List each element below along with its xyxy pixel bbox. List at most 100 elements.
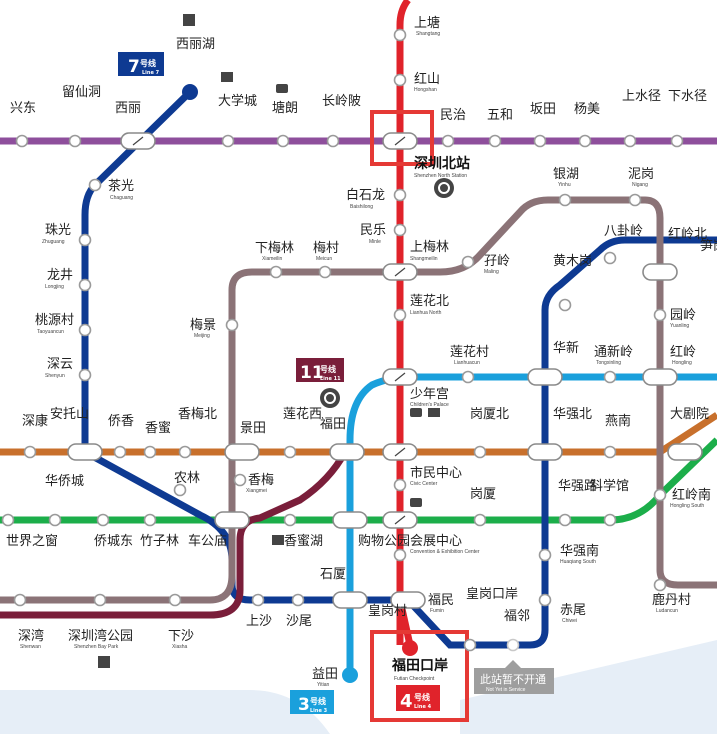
svg-text:Maling: Maling xyxy=(484,269,499,275)
svg-text:Nigang: Nigang xyxy=(632,182,648,188)
svg-text:Futian Checkpoint: Futian Checkpoint xyxy=(394,676,435,682)
bay-water-right xyxy=(460,640,717,734)
stations xyxy=(1,28,684,652)
labels-line5: 兴东 留仙洞 西丽 西丽湖 大学城 塘朗 长岭陂 民治 五和 坂田 杨美 上水径… xyxy=(10,37,707,123)
svg-text:Huaqiang South: Huaqiang South xyxy=(560,559,596,565)
station-kexueguan: 科学馆 xyxy=(590,478,629,494)
terminus-yitian xyxy=(342,667,358,683)
plant-icon xyxy=(98,656,110,668)
svg-text:Chiwei: Chiwei xyxy=(562,618,577,624)
svg-text:Not Yet in Service: Not Yet in Service xyxy=(486,687,526,693)
station-xiasha: 下沙 xyxy=(168,629,194,644)
svg-text:Fumin: Fumin xyxy=(430,608,444,614)
labels-line4: 上塘 Shangtang 红山 Hongshan 深圳北站 Shenzhen N… xyxy=(346,15,480,682)
station-tongxinling: 通新岭 xyxy=(594,344,633,360)
station-yangmei: 杨美 xyxy=(574,102,600,117)
station-zhuzilin: 竹子林 xyxy=(140,534,179,549)
terminus-futiankouan xyxy=(402,640,418,656)
station-shijiezhichuang: 世界之窗 xyxy=(6,533,58,549)
svg-text:Shenyun: Shenyun xyxy=(45,373,65,379)
station-gouwugongyuan: 购物公园 xyxy=(358,533,410,549)
station-longjing: 龙井 xyxy=(47,268,73,283)
station-tanglang: 塘朗 xyxy=(272,100,298,116)
station-maling: 孖岭 xyxy=(484,254,510,269)
svg-text:Meijing: Meijing xyxy=(194,333,210,339)
svg-text:Xiameilin: Xiameilin xyxy=(262,256,283,262)
svg-text:Minle: Minle xyxy=(369,239,381,245)
highlight-line4-terminus xyxy=(370,630,469,722)
station-xiameilin: 下梅林 xyxy=(255,241,294,256)
badge-line3: 3 号线 Line 3 xyxy=(290,690,334,715)
station-hongshan: 红山 xyxy=(414,71,440,87)
svg-text:Yinhu: Yinhu xyxy=(558,182,571,188)
station-shenzhenwan: 深圳湾公园 xyxy=(68,628,133,644)
badge-line11: 11 号线 Line 11 xyxy=(296,358,344,383)
svg-text:Tongxinling: Tongxinling xyxy=(596,360,621,366)
station-ludancun: 鹿丹村 xyxy=(652,592,691,608)
station-gangxia: 岗厦 xyxy=(470,487,496,502)
station-qiaoxiang: 侨香 xyxy=(108,414,134,429)
svg-text:Hongling South: Hongling South xyxy=(670,503,704,509)
labels-line3: 莲花村 Lianhuacun 通新岭 Tongxinling 红岭 Hongli… xyxy=(312,308,696,688)
svg-text:此站暂不开通: 此站暂不开通 xyxy=(480,672,546,686)
station-lianhuaxi: 莲花西 xyxy=(283,406,322,422)
station-shenwan: 深湾 xyxy=(18,628,44,644)
station-yitian: 益田 xyxy=(312,667,338,682)
station-chegongmiao: 车公庙 xyxy=(188,533,227,549)
svg-text:号线: 号线 xyxy=(414,692,430,702)
station-wuhe: 五和 xyxy=(487,108,513,123)
svg-text:Xiangmei: Xiangmei xyxy=(246,488,267,494)
station-zhuguang: 珠光 xyxy=(45,223,71,238)
station-futiankouan: 福田口岸 xyxy=(391,657,448,674)
station-xilihu: 西丽湖 xyxy=(176,37,215,52)
badge-line4: 4 号线 Line 4 xyxy=(396,685,440,712)
station-hongling: 红岭 xyxy=(670,344,696,360)
building-icon xyxy=(272,535,284,545)
svg-text:Shenzhen North Station: Shenzhen North Station xyxy=(414,173,467,179)
svg-text:Hongling: Hongling xyxy=(672,360,692,366)
train-icon xyxy=(320,388,340,408)
hospital-icon xyxy=(428,408,440,417)
station-huaqianglu: 华强路 xyxy=(558,478,597,494)
station-qiaochengdong: 侨城东 xyxy=(94,534,133,549)
bus-icon xyxy=(410,498,422,507)
station-huaqiangnan: 华强南 xyxy=(560,543,599,559)
station-chaguang: 茶光 xyxy=(108,178,134,194)
bus-icon xyxy=(410,408,422,417)
station-xiangmi: 香蜜 xyxy=(145,421,171,436)
station-gangxiabei: 岗厦北 xyxy=(470,407,509,422)
svg-text:Shenwan: Shenwan xyxy=(20,644,41,650)
svg-text:7: 7 xyxy=(128,57,140,77)
station-huaxin: 华新 xyxy=(553,340,579,356)
svg-text:号线: 号线 xyxy=(140,58,156,68)
station-nigang: 泥岗 xyxy=(628,167,654,182)
station-huangmugang: 黄木岗 xyxy=(553,254,592,269)
svg-text:Convention & Exhibition Center: Convention & Exhibition Center xyxy=(410,549,480,555)
bay-water xyxy=(0,690,330,734)
station-huanggangkouan: 皇岗口岸 xyxy=(466,587,518,602)
station-honglingbei: 红岭北 xyxy=(668,226,707,242)
station-huanggangcun: 皇岗村 xyxy=(368,604,407,619)
highlight-shenzhen-north xyxy=(370,110,434,166)
station-minzhi: 民治 xyxy=(440,108,466,123)
station-shangtang: 上塘 xyxy=(414,15,440,31)
svg-text:Civic Center: Civic Center xyxy=(410,481,438,487)
station-lianhuabei: 莲花北 xyxy=(410,293,449,309)
svg-text:Yuanling: Yuanling xyxy=(670,323,689,329)
svg-text:Line 11: Line 11 xyxy=(320,376,341,382)
station-xiangmei: 香梅 xyxy=(248,473,274,488)
station-jingtian: 景田 xyxy=(240,421,266,436)
station-shaoniangong: 少年宫 xyxy=(410,387,449,402)
station-taoyuancun: 桃源村 xyxy=(35,313,74,328)
station-fuxin: 福邻 xyxy=(504,609,530,624)
svg-text:Longjing: Longjing xyxy=(45,284,64,290)
labels-line2: 华侨城 农林 岗厦 华强路 科学馆 红岭南 Hongling South 世界之… xyxy=(6,471,711,549)
station-nonglin: 农林 xyxy=(174,471,200,486)
svg-text:Children's Palace: Children's Palace xyxy=(410,402,449,408)
station-yannan: 燕南 xyxy=(605,413,631,429)
station-shiminzhongxin: 市民中心 xyxy=(410,465,462,481)
station-minle: 民乐 xyxy=(360,223,386,238)
station-futian: 福田 xyxy=(320,417,346,432)
station-honglingnan: 红岭南 xyxy=(672,487,711,503)
